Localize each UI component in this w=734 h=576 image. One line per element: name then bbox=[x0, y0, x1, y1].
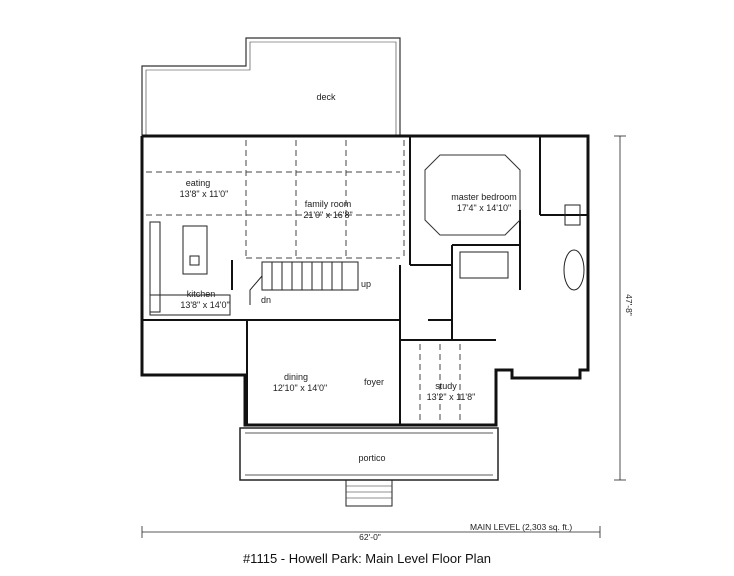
family-room-size: 21'0" x 16'8" bbox=[303, 210, 352, 220]
dimension-lines bbox=[141, 135, 626, 538]
stairs bbox=[249, 261, 359, 305]
portico-label: portico bbox=[358, 453, 385, 463]
stair-dn-label: dn bbox=[261, 295, 271, 305]
study-label: study bbox=[435, 381, 457, 391]
eating-label: eating bbox=[186, 178, 211, 188]
study-size: 13'2" x 11'8" bbox=[427, 392, 476, 402]
depth-dimension: 47'-8" bbox=[624, 294, 634, 316]
exterior-walls bbox=[140, 134, 590, 427]
plan-caption: #1115 - Howell Park: Main Level Floor Pl… bbox=[242, 551, 492, 566]
ceiling-beams bbox=[146, 140, 461, 420]
deck-label: deck bbox=[316, 92, 336, 102]
master-bedroom-size: 17'4" x 14'10" bbox=[457, 203, 511, 213]
foyer-label: foyer bbox=[364, 377, 384, 387]
interior-walls bbox=[142, 136, 588, 425]
eating-size: 13'8" x 11'0" bbox=[180, 189, 229, 199]
master-tray-ceiling bbox=[424, 154, 521, 236]
kitchen-size: 13'8" x 14'0" bbox=[180, 300, 229, 310]
deck-area bbox=[141, 37, 401, 136]
kitchen-island bbox=[149, 221, 231, 316]
dining-size: 12'10" x 14'0" bbox=[273, 383, 327, 393]
stair-up-label: up bbox=[361, 279, 371, 289]
kitchen-label: kitchen bbox=[187, 289, 216, 299]
width-dimension: 62'-0" bbox=[359, 532, 381, 542]
dining-label: dining bbox=[284, 372, 308, 382]
main-level-note: MAIN LEVEL (2,303 sq. ft.) bbox=[470, 522, 573, 532]
portico-area bbox=[239, 427, 499, 507]
family-room-label: family room bbox=[305, 199, 352, 209]
master-bedroom-label: master bedroom bbox=[451, 192, 517, 202]
master-bath-fixtures bbox=[459, 204, 585, 291]
